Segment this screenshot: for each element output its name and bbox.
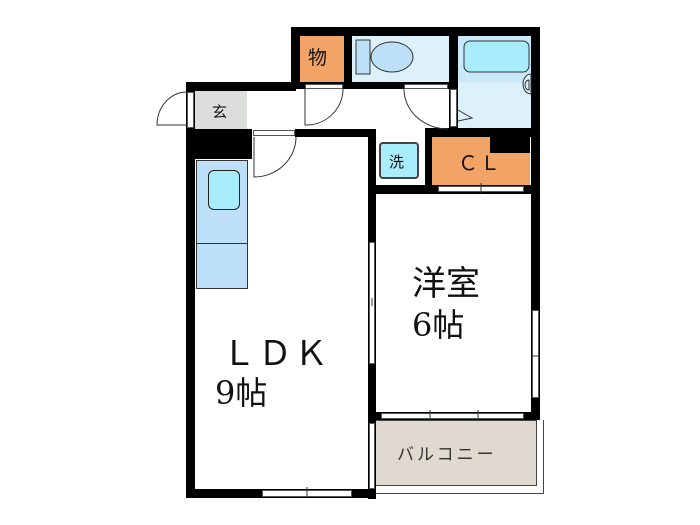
wall-top-upper: [291, 27, 540, 36]
storage-label: 物: [308, 47, 328, 69]
entrance-label: 玄: [212, 103, 228, 121]
wall-right-outer: [531, 27, 540, 417]
wall-closet-left: [425, 128, 432, 193]
wall-bath-bottom: [430, 128, 540, 137]
entrance-area: [195, 91, 247, 129]
door-swing-entrance: [156, 91, 188, 126]
bathtub-icon: [463, 40, 532, 95]
closet-notch: [490, 137, 530, 153]
wall-storage-left: [291, 27, 300, 89]
door-leaf-entrance: [187, 92, 194, 128]
door-swing-ldk: [253, 136, 297, 178]
wall-left-outer: [186, 82, 195, 496]
wall-toilet-bath: [449, 27, 458, 137]
window-ldk-balcony: [369, 423, 375, 489]
door-leaf-bath: [450, 89, 457, 127]
window-western-right: [532, 310, 539, 398]
ldk-size-label: 9帖: [215, 374, 268, 412]
kitchen-sink: [208, 170, 240, 210]
closet-label: ＣＬ: [458, 151, 502, 175]
wall-entrance-bottom: [186, 129, 252, 159]
door-leaf-toilet: [404, 84, 448, 89]
door-leaf-storage: [305, 84, 343, 89]
wall-under-storage-toilet: [291, 82, 449, 89]
wall-corridor-top: [186, 82, 296, 91]
toilet-icon: [355, 39, 414, 75]
balcony-rail: [376, 420, 544, 494]
door-swing-toilet: [403, 88, 449, 130]
washer-icon: [379, 142, 419, 179]
ldk-label: ＬＤＫ: [222, 334, 330, 374]
kitchen-counter-lower: [196, 243, 248, 289]
storage-room: [300, 36, 344, 82]
western-room-label: 洋室: [412, 264, 480, 304]
door-swing-storage: [304, 88, 344, 126]
closet-extension: [490, 153, 530, 185]
window-western-bottom: [381, 413, 524, 419]
door-leaf-ldk: [253, 130, 295, 136]
wall-storage-toilet: [344, 27, 352, 89]
western-room-size-label: 6帖: [412, 306, 465, 344]
door-swing-bath: [457, 109, 474, 122]
washer-label: 洗: [389, 153, 405, 171]
wall-ldk-top: [295, 129, 375, 137]
balcony-label: バルコニー: [397, 445, 497, 465]
balcony-area: [375, 420, 537, 486]
